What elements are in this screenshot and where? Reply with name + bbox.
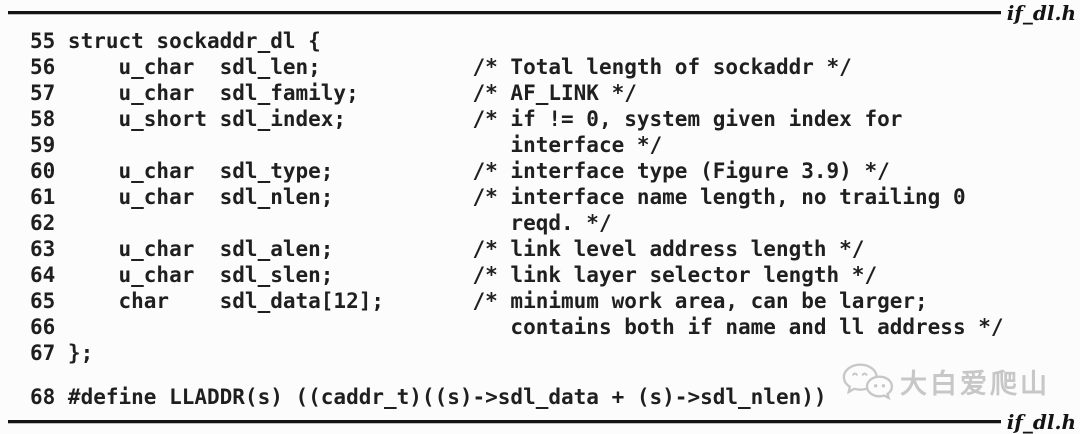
code-line: 59 interface */	[30, 133, 663, 157]
watermark-text: 大白爱爬山	[900, 368, 1050, 400]
file-label-top: if_dl.h	[1006, 1, 1076, 25]
code-line: 65 char sdl_data[12]; /* minimum work ar…	[30, 289, 928, 313]
code-line: 66 contains both if name and ll address …	[30, 315, 1004, 339]
code-line: 60 u_char sdl_type; /* interface type (F…	[30, 159, 890, 183]
bottom-rule-row: if_dl.h	[0, 410, 1080, 434]
code-line: 68 #define LLADDR(s) ((caddr_t)((s)->sdl…	[30, 385, 827, 409]
bottom-rule	[8, 420, 1001, 424]
top-rule	[8, 11, 1001, 15]
code-listing: 55 struct sockaddr_dl {56 u_char sdl_len…	[0, 26, 1080, 410]
code-line: 58 u_short sdl_index; /* if != 0, system…	[30, 107, 903, 131]
code-line: 63 u_char sdl_alen; /* link level addres…	[30, 237, 865, 261]
chat-bubbles-icon	[841, 361, 893, 401]
code-line: 67 };	[30, 341, 94, 365]
code-line: 61 u_char sdl_nlen; /* interface name le…	[30, 185, 966, 209]
code-line: 62 reqd. */	[30, 211, 612, 235]
watermark: 大白爱爬山	[841, 361, 1050, 401]
file-label-bottom: if_dl.h	[1006, 410, 1076, 434]
top-rule-row: if_dl.h	[0, 0, 1080, 26]
code-line: 64 u_char sdl_slen; /* link layer select…	[30, 263, 878, 287]
code-line: 56 u_char sdl_len; /* Total length of so…	[30, 55, 852, 79]
code-line: 57 u_char sdl_family; /* AF_LINK */	[30, 81, 637, 105]
code-line: 55 struct sockaddr_dl {	[30, 29, 321, 53]
